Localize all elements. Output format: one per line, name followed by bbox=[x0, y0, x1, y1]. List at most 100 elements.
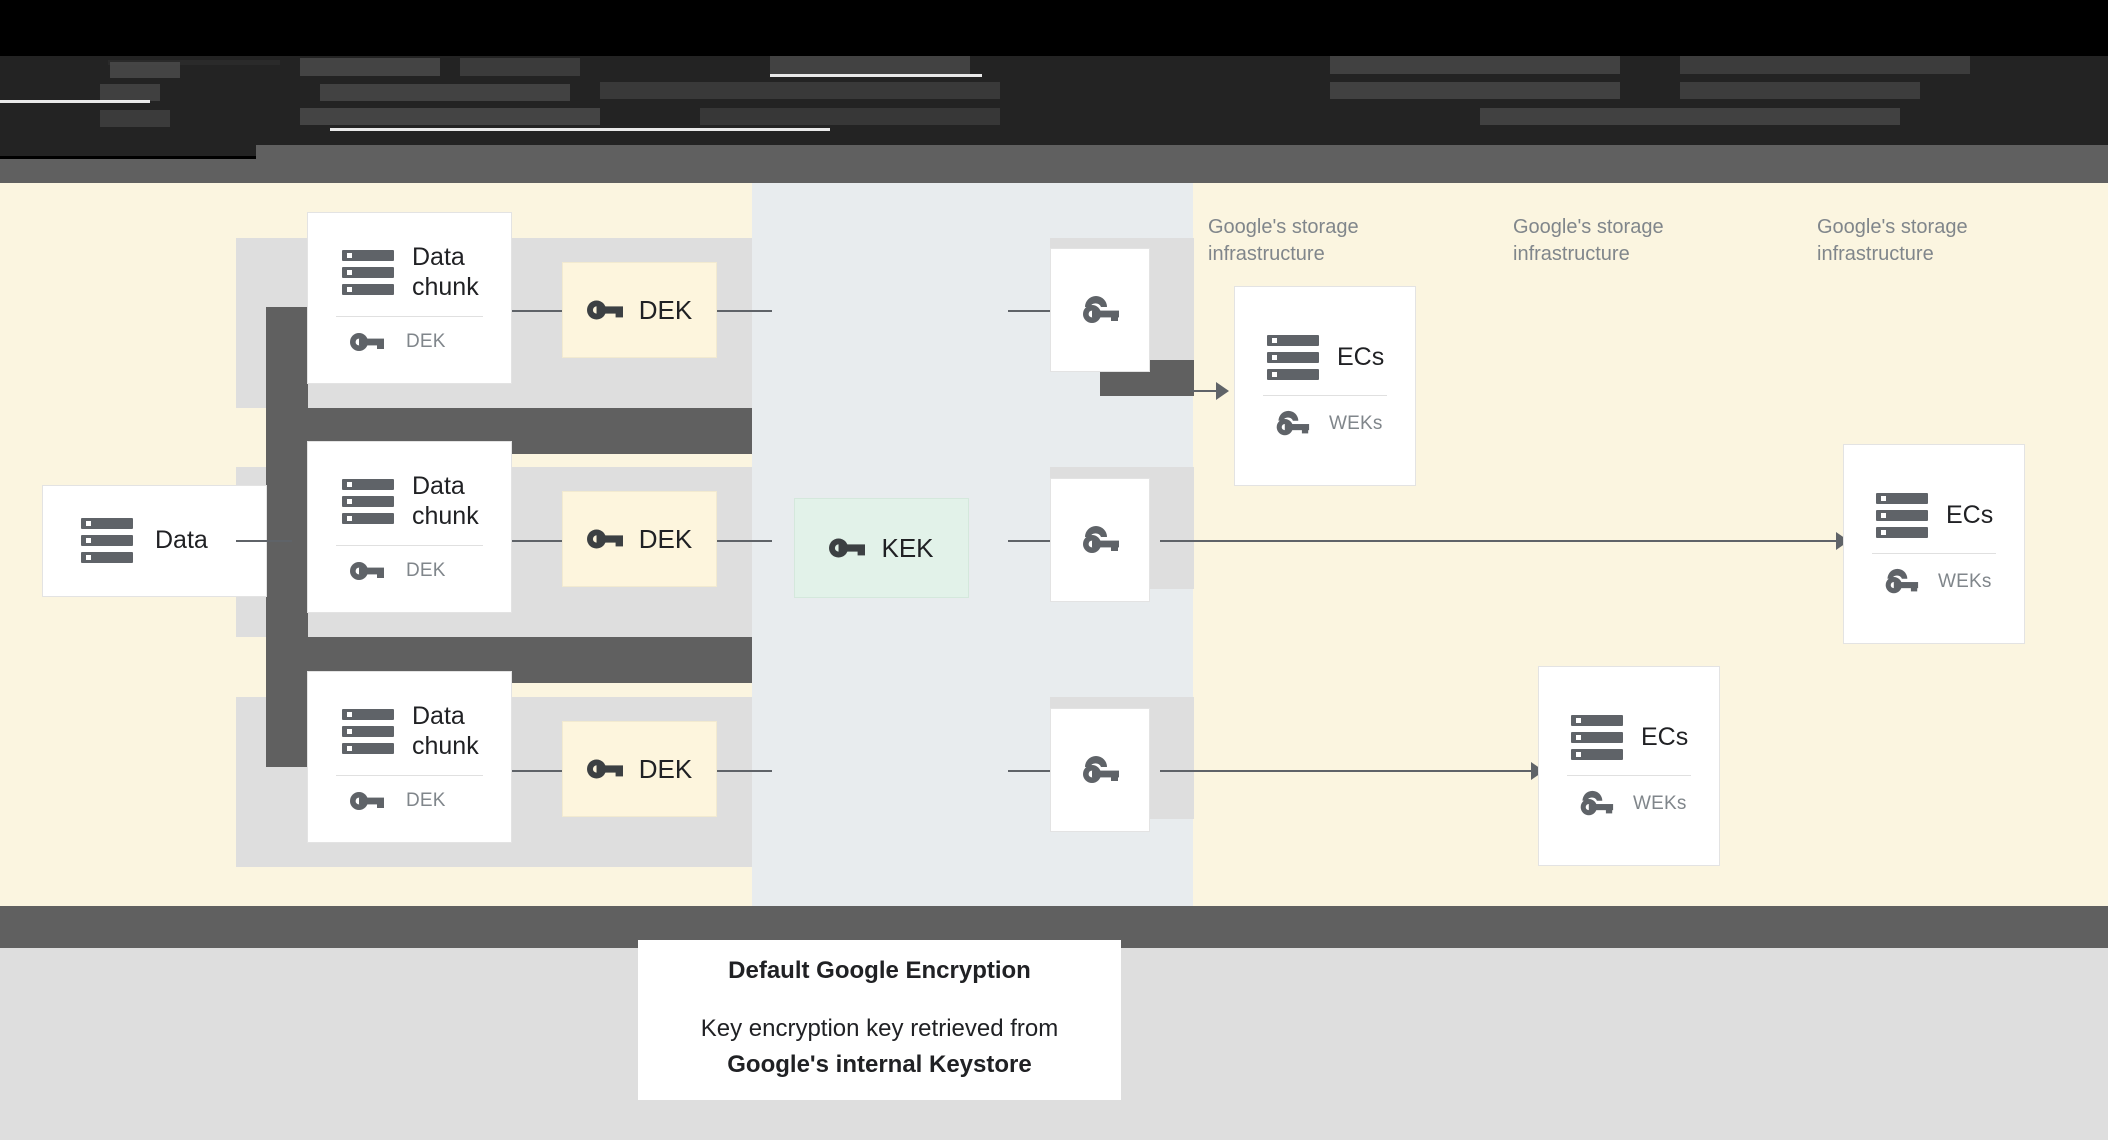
key-icon bbox=[350, 562, 384, 580]
kek-box-label: KEK bbox=[881, 532, 934, 563]
redacted-text-line bbox=[300, 108, 600, 125]
storage-icon bbox=[342, 708, 394, 755]
infra-label: Google's storage infrastructure bbox=[1513, 216, 1664, 265]
wrapped-key-box[interactable] bbox=[1050, 248, 1150, 372]
data-card[interactable]: Data bbox=[42, 485, 267, 597]
chunk-title-line1: Data bbox=[412, 702, 465, 730]
redacted-text-line bbox=[110, 62, 180, 78]
storage-icon bbox=[1571, 715, 1623, 761]
ec-card-title: ECs bbox=[1641, 723, 1689, 752]
legend-body-bold: Google's internal Keystore bbox=[727, 1051, 1032, 1078]
legend-body-prefix: Key encryption key retrieved from bbox=[700, 1015, 1059, 1042]
redacted-text-line bbox=[1680, 56, 1970, 74]
redacted-text-line bbox=[600, 82, 1000, 99]
wrapped-key-icon bbox=[1580, 790, 1614, 816]
arrow-line bbox=[1160, 770, 1535, 772]
dek-box[interactable]: DEK bbox=[562, 491, 717, 587]
connector-line bbox=[1008, 310, 1050, 312]
redacted-text-line bbox=[300, 58, 440, 76]
wrapped-key-icon bbox=[1885, 568, 1919, 594]
card-divider bbox=[1263, 395, 1387, 396]
dek-box-label: DEK bbox=[638, 523, 693, 554]
arrow-line bbox=[1190, 390, 1220, 392]
data-chunk-card[interactable]: Data chunk DEK bbox=[307, 212, 512, 384]
connector-line bbox=[717, 310, 772, 312]
card-divider bbox=[1872, 553, 1996, 554]
fanout-spine bbox=[266, 307, 308, 767]
storage-icon bbox=[1267, 335, 1319, 381]
arrow-right-icon bbox=[1216, 382, 1229, 400]
chunk-title-line1: Data bbox=[412, 472, 465, 500]
redacted-text-line bbox=[100, 110, 170, 127]
dek-box[interactable]: DEK bbox=[562, 262, 717, 358]
storage-icon bbox=[1876, 493, 1928, 539]
chunk-key-label: DEK bbox=[406, 331, 446, 352]
kek-box[interactable]: KEK bbox=[794, 498, 969, 598]
infra-label: Google's storage infrastructure bbox=[1817, 216, 1968, 265]
wrapped-key-icon bbox=[1083, 756, 1119, 783]
wrapped-key-box[interactable] bbox=[1050, 478, 1150, 602]
storage-icon bbox=[81, 518, 133, 564]
wrapped-key-icon bbox=[1083, 296, 1119, 323]
data-card-label: Data bbox=[155, 526, 208, 555]
key-icon bbox=[350, 333, 384, 351]
data-chunk-card[interactable]: Data chunk DEK bbox=[307, 441, 512, 613]
ec-card[interactable]: ECs WEKs bbox=[1843, 444, 2025, 644]
top-grey-band-left bbox=[0, 159, 256, 183]
dek-box-label: DEK bbox=[638, 753, 693, 784]
redacted-text-line bbox=[770, 56, 970, 74]
key-icon bbox=[586, 759, 623, 779]
wrapped-key-icon bbox=[1083, 526, 1119, 553]
chunk-title-line2: chunk bbox=[412, 731, 479, 760]
redacted-underline bbox=[770, 74, 982, 77]
connector-line bbox=[1008, 770, 1050, 772]
redacted-underline bbox=[330, 128, 830, 131]
chunk-key-label: DEK bbox=[406, 790, 446, 811]
card-divider bbox=[1567, 775, 1691, 776]
redacted-text-line bbox=[1330, 82, 1620, 99]
legend-body: Key encryption key retrieved from Google… bbox=[701, 1011, 1058, 1083]
redacted-text-line bbox=[1480, 108, 1900, 125]
connector-line bbox=[512, 770, 562, 772]
redacted-underline bbox=[0, 100, 150, 103]
ec-card-title: ECs bbox=[1337, 343, 1385, 372]
connector-line bbox=[512, 540, 562, 542]
arrow-line bbox=[1160, 540, 1840, 542]
redacted-text-line bbox=[1680, 82, 1920, 99]
storage-icon bbox=[342, 249, 394, 296]
ec-card-key-label: WEKs bbox=[1938, 570, 1992, 592]
redacted-text-line bbox=[100, 84, 160, 101]
chunk-title-line2: chunk bbox=[412, 272, 479, 301]
redacted-text-line bbox=[108, 60, 280, 65]
redacted-text-line bbox=[1330, 56, 1620, 74]
legend-box: Default Google Encryption Key encryption… bbox=[638, 940, 1121, 1100]
top-black-band bbox=[0, 0, 2108, 56]
connector-line bbox=[717, 540, 772, 542]
card-divider bbox=[336, 545, 483, 546]
redacted-text-line bbox=[460, 58, 580, 76]
ec-card[interactable]: ECs WEKs bbox=[1234, 286, 1416, 486]
ec-card[interactable]: ECs WEKs bbox=[1538, 666, 1720, 866]
card-divider bbox=[336, 775, 483, 776]
chunk-title-line1: Data bbox=[412, 243, 465, 271]
ec-card-key-label: WEKs bbox=[1633, 792, 1687, 814]
legend-heading: Default Google Encryption bbox=[728, 957, 1031, 984]
dek-box[interactable]: DEK bbox=[562, 721, 717, 817]
chunk-title-line2: chunk bbox=[412, 501, 479, 530]
key-icon bbox=[829, 538, 866, 558]
redacted-text-line bbox=[700, 108, 1000, 125]
key-icon bbox=[350, 792, 384, 810]
dek-box-label: DEK bbox=[638, 294, 693, 325]
key-icon bbox=[586, 529, 623, 549]
ec-card-title: ECs bbox=[1946, 501, 1994, 530]
wrapped-key-box[interactable] bbox=[1050, 708, 1150, 832]
chunk-key-label: DEK bbox=[406, 560, 446, 581]
ec-card-key-label: WEKs bbox=[1329, 412, 1383, 434]
top-grey-band bbox=[256, 145, 2108, 183]
redacted-text-line bbox=[320, 84, 570, 101]
storage-icon bbox=[342, 478, 394, 525]
data-chunk-card[interactable]: Data chunk DEK bbox=[307, 671, 512, 843]
infra-label: Google's storage infrastructure bbox=[1208, 216, 1359, 265]
connector-line bbox=[717, 770, 772, 772]
